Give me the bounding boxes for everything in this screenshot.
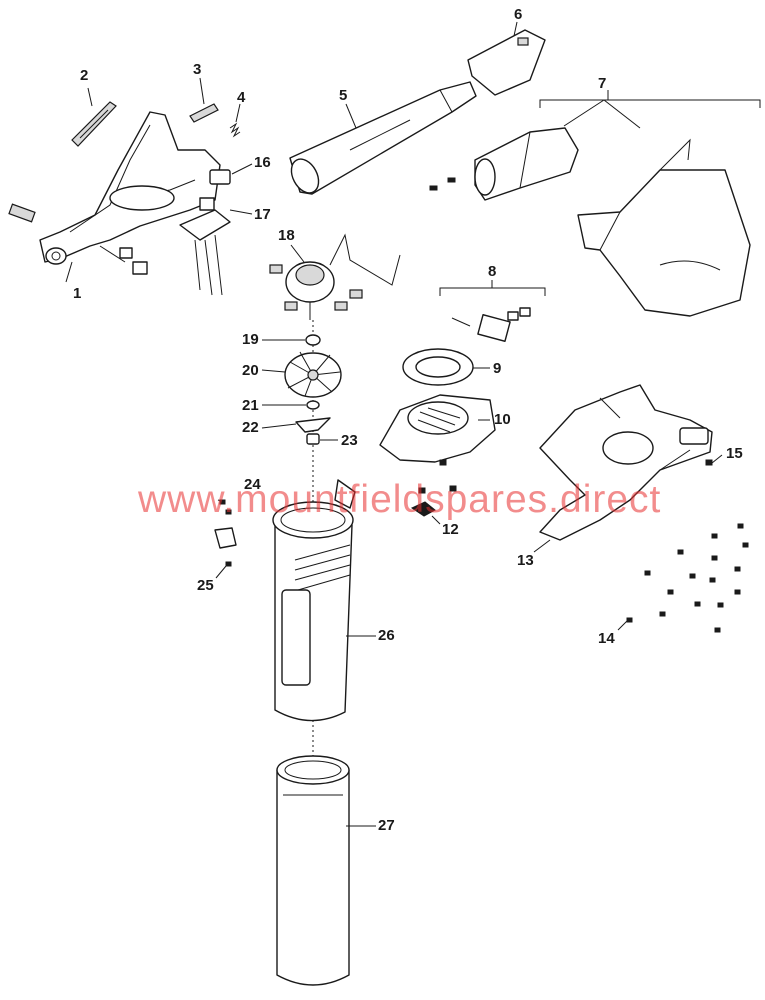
part-6-nozzle [467, 29, 546, 96]
part-15-screw [705, 459, 713, 466]
callout-1: 1 [73, 285, 82, 302]
part-20-fan [284, 351, 342, 398]
callout-5: 5 [339, 87, 348, 104]
callout-3: 3 [193, 61, 202, 78]
part-22-spacer [295, 417, 331, 433]
callout-7: 7 [598, 75, 607, 92]
callout-22: 22 [242, 419, 259, 436]
callout-6: 6 [514, 6, 523, 23]
callout-2: 2 [80, 67, 89, 84]
callout-24: 24 [244, 476, 261, 493]
part-3-switch-lever [189, 103, 219, 123]
part-26-collection-tube [272, 479, 356, 722]
callout-4: 4 [237, 89, 246, 106]
callout-20: 20 [242, 362, 259, 379]
callout-13: 13 [517, 552, 534, 569]
part-10-fan-housing [379, 394, 496, 466]
part-23-nut [306, 433, 320, 445]
part-8-switch-assembly [439, 287, 546, 342]
callout-19: 19 [242, 331, 259, 348]
part-25-screw [225, 561, 232, 567]
part-21-washer [306, 400, 320, 410]
callout-9: 9 [493, 360, 502, 377]
callout-12: 12 [442, 521, 459, 538]
part-4-spring [229, 122, 241, 138]
part-small-screws-top [429, 177, 456, 191]
callout-25: 25 [197, 577, 214, 594]
part-13-housing-half [539, 384, 713, 541]
callout-17: 17 [254, 206, 271, 223]
part-2-trigger [71, 101, 117, 147]
watermark-text: www.mountfieldspares.direct [138, 478, 662, 521]
callout-23: 23 [341, 432, 358, 449]
part-9-seal-ring [402, 348, 474, 386]
callout-27: 27 [378, 817, 395, 834]
callout-10: 10 [494, 411, 511, 428]
callout-18: 18 [278, 227, 295, 244]
part-27-lower-tube [276, 755, 350, 986]
part-7-vacuum-kit [474, 90, 761, 317]
callout-8: 8 [488, 263, 497, 280]
callout-21: 21 [242, 397, 259, 414]
callout-14: 14 [598, 630, 615, 647]
callout-15: 15 [726, 445, 743, 462]
leader-lines [65, 21, 723, 827]
callout-16: 16 [254, 154, 271, 171]
part-17-wiring [179, 197, 231, 296]
part-16-switch [209, 169, 231, 185]
part-1-housing-half [8, 111, 221, 275]
part-12-clip [410, 485, 457, 517]
callout-26: 26 [378, 627, 395, 644]
part-14-screw-set [626, 523, 749, 633]
part-19-washer [305, 334, 321, 346]
part-18-motor [269, 233, 401, 320]
part-5-blower-tube [289, 81, 477, 195]
